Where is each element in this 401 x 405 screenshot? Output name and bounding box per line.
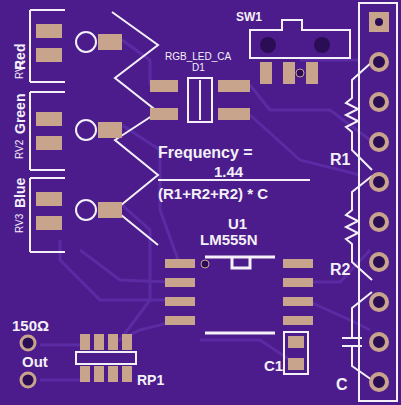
header-pin (371, 254, 387, 270)
silkscreen-label: RV1 (15, 60, 25, 79)
header-pin (371, 334, 387, 350)
silkscreen-label: U1 (228, 216, 247, 231)
silkscreen-label: R2 (330, 262, 350, 278)
header-pin (371, 294, 387, 310)
silkscreen-label: RP1 (137, 373, 164, 387)
silkscreen-label: 150Ω (12, 318, 49, 333)
silkscreen-label: C1 (264, 358, 283, 373)
silkscreen-label: RV3 (15, 214, 25, 233)
header-pin (371, 214, 387, 230)
header-pin (371, 54, 387, 70)
silkscreen-label: RGB_LED_CA (165, 52, 231, 62)
header-pin (371, 134, 387, 150)
silkscreen-label: LM555N (200, 232, 258, 247)
header-pin (371, 374, 387, 390)
silkscreen-label: RV2 (15, 140, 25, 159)
silkscreen-label: D1 (192, 63, 205, 73)
silkscreen-label: 1.44 (214, 164, 243, 179)
silkscreen-label: SW1 (236, 11, 262, 23)
silkscreen-label: Frequency = (158, 145, 253, 161)
silkscreen-label: Green (13, 94, 27, 134)
silkscreen-label: R1 (330, 152, 350, 168)
header-pin (371, 174, 387, 190)
silkscreen-label: Out (22, 354, 48, 369)
silkscreen-label: Blue (13, 178, 27, 208)
silkscreen-label: C (336, 377, 348, 393)
silkscreen-label: (R1+R2+R2) * C (158, 186, 268, 201)
header-pin (371, 94, 387, 110)
